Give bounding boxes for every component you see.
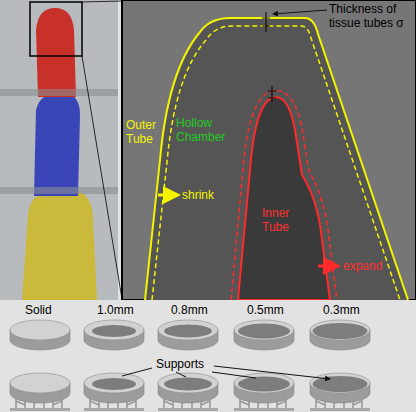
inner-tube-expanded (231, 90, 337, 300)
text-label: 0.5mm (247, 303, 284, 317)
distal-segment (36, 8, 76, 97)
hollow-chamber (145, 18, 408, 300)
text-label: Outer Tube (126, 118, 160, 146)
middle-segment (34, 94, 80, 196)
text-label: Thickness of tissue tubes σ (329, 2, 413, 30)
print-panel (0, 300, 416, 412)
support-arrow (122, 366, 330, 379)
printed-part-with-supports (10, 373, 370, 411)
joint-bar (0, 89, 118, 96)
inner-tube-outline (238, 97, 330, 300)
text-label: shrink (182, 188, 214, 202)
text-label: 0.3mm (323, 303, 360, 317)
zoom-box (30, 2, 82, 56)
outer-tube-outline (145, 18, 408, 300)
joint-bar (0, 187, 118, 194)
thickness-marker (268, 86, 276, 102)
zoom-line (82, 1, 122, 299)
shrink-arrow (158, 194, 178, 197)
thickness-marker (262, 12, 270, 32)
text-label: 0.8mm (171, 303, 208, 317)
text-label: Inner Tube (262, 206, 296, 234)
expand-arrow (318, 265, 338, 268)
text-label: Supports (156, 357, 204, 371)
leader-line (273, 10, 327, 14)
text-label: Solid (25, 303, 52, 317)
model-panel (0, 0, 118, 300)
outer-tube-shrunk (152, 26, 400, 300)
text-label: expand (343, 259, 382, 273)
printed-part (10, 320, 370, 350)
zoom-panel (122, 0, 416, 300)
proximal-segment (22, 191, 97, 300)
text-label: Hollow Chamber (176, 116, 228, 144)
text-label: 1.0mm (97, 303, 134, 317)
